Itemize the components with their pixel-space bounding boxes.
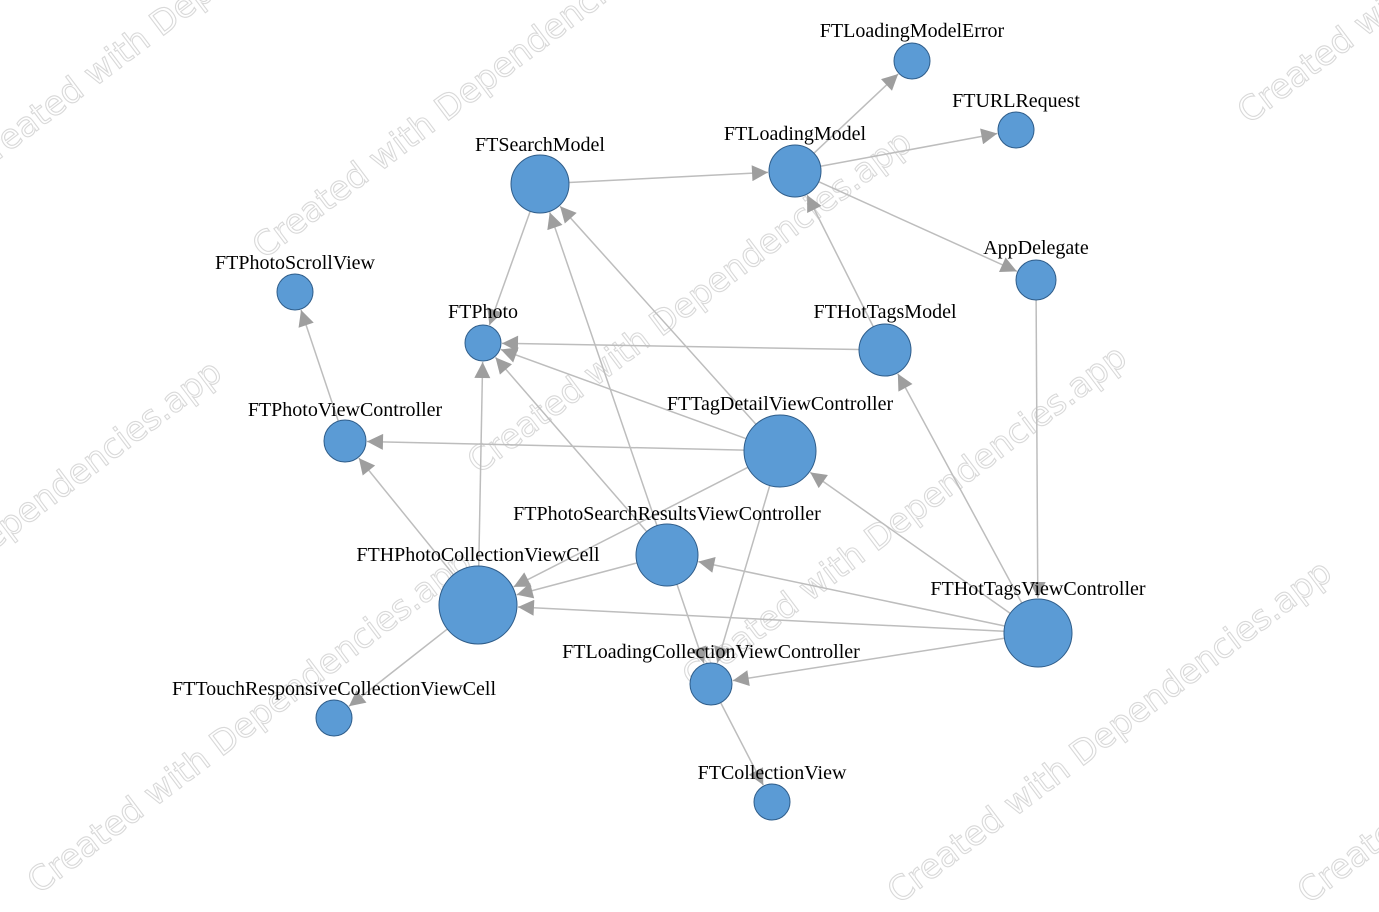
edge-fth-photo-collection-view-cell-to-ft-photo-view-controller — [358, 457, 455, 576]
edge-ft-tag-detail-view-controller-to-ft-photo-view-controller — [366, 433, 745, 451]
edge-ft-hot-tags-model-to-ft-loading-model — [806, 194, 874, 328]
node-label-ft-loading-collection-view-controller: FTLoadingCollectionViewController — [562, 641, 860, 663]
node-ft-photo-search-results-view-controller[interactable] — [635, 523, 699, 587]
node-label-app-delegate: AppDelegate — [983, 237, 1089, 259]
graph-svg: FTLoadingModelErrorFTURLRequestFTSearchM… — [172, 20, 1146, 821]
node-label-ft-photo-scroll-view: FTPhotoScrollView — [215, 252, 375, 274]
node-label-fturl-request: FTURLRequest — [952, 90, 1080, 112]
edge-fth-photo-collection-view-cell-to-ft-photo — [474, 361, 491, 567]
node-label-ft-tag-detail-view-controller: FTTagDetailViewController — [667, 393, 894, 415]
edge-ft-photo-search-results-view-controller-to-fth-photo-collection-view-cell — [516, 562, 638, 599]
node-label-ft-search-model: FTSearchModel — [475, 134, 605, 156]
node-label-fth-photo-collection-view-cell: FTHPhotoCollectionViewCell — [356, 544, 600, 566]
node-fturl-request[interactable] — [997, 111, 1035, 149]
edge-ft-photo-search-results-view-controller-to-ft-search-model — [547, 212, 658, 526]
node-ft-photo[interactable] — [464, 324, 502, 362]
edge-ft-photo-view-controller-to-ft-photo-scroll-view — [298, 309, 340, 422]
node-fth-photo-collection-view-cell[interactable] — [438, 565, 518, 645]
node-ft-loading-model[interactable] — [768, 144, 822, 198]
node-label-ft-photo-search-results-view-controller: FTPhotoSearchResultsViewController — [513, 503, 821, 525]
node-ft-collection-view[interactable] — [753, 783, 791, 821]
edge-app-delegate-to-ft-hot-tags-view-controller — [1029, 299, 1046, 599]
edge-ft-search-model-to-ft-photo — [487, 211, 531, 326]
node-ft-hot-tags-model[interactable] — [858, 323, 912, 377]
edge-ft-hot-tags-model-to-ft-photo — [501, 335, 860, 352]
node-label-ft-collection-view: FTCollectionView — [698, 762, 847, 784]
node-ft-loading-model-error[interactable] — [893, 42, 931, 80]
edge-fth-photo-collection-view-cell-to-ft-touch-responsive-collection-view-cell — [348, 628, 448, 707]
edge-ft-photo-search-results-view-controller-to-ft-loading-collection-view-controller — [676, 584, 707, 664]
node-label-ft-loading-model-error: FTLoadingModelError — [820, 20, 1005, 42]
node-ft-touch-responsive-collection-view-cell[interactable] — [315, 699, 353, 737]
node-ft-photo-view-controller[interactable] — [323, 419, 367, 463]
node-ft-hot-tags-view-controller[interactable] — [1003, 598, 1073, 668]
node-label-ft-loading-model: FTLoadingModel — [724, 123, 867, 145]
edge-ft-tag-detail-view-controller-to-ft-search-model — [559, 205, 757, 425]
edge-ft-loading-model-to-fturl-request — [820, 128, 998, 167]
edge-ft-hot-tags-view-controller-to-ft-tag-detail-view-controller — [809, 471, 1011, 615]
edge-ft-hot-tags-view-controller-to-ft-loading-collection-view-controller — [732, 637, 1005, 687]
edge-ft-loading-model-to-app-delegate — [818, 181, 1018, 273]
edge-ft-tag-detail-view-controller-to-ft-loading-collection-view-controller — [714, 485, 771, 664]
node-label-ft-photo-view-controller: FTPhotoViewController — [248, 399, 443, 421]
node-label-ft-touch-responsive-collection-view-cell: FTTouchResponsiveCollectionViewCell — [172, 678, 496, 700]
nodes-layer — [276, 42, 1073, 821]
node-label-ft-hot-tags-model: FTHotTagsModel — [813, 301, 956, 323]
edge-ft-photo-search-results-view-controller-to-ft-photo — [494, 356, 648, 533]
edge-ft-loading-collection-view-controller-to-ft-collection-view — [719, 702, 764, 786]
edge-ft-tag-detail-view-controller-to-fth-photo-collection-view-cell — [513, 466, 749, 588]
edge-ft-search-model-to-ft-loading-model — [568, 165, 769, 184]
node-ft-loading-collection-view-controller[interactable] — [689, 662, 733, 706]
edge-ft-tag-detail-view-controller-to-ft-photo — [500, 347, 747, 440]
node-app-delegate[interactable] — [1015, 259, 1057, 301]
node-ft-photo-scroll-view[interactable] — [276, 273, 314, 311]
edge-ft-loading-model-to-ft-loading-model-error — [813, 73, 899, 154]
node-label-ft-photo: FTPhoto — [448, 301, 518, 323]
node-ft-search-model[interactable] — [510, 154, 570, 214]
edge-ft-hot-tags-view-controller-to-ft-photo-search-results-view-controller — [698, 557, 1005, 627]
node-label-ft-hot-tags-view-controller: FTHotTagsViewController — [930, 578, 1145, 600]
node-ft-tag-detail-view-controller[interactable] — [743, 414, 817, 488]
edges-layer — [298, 73, 1046, 786]
labels-layer: FTLoadingModelErrorFTURLRequestFTSearchM… — [172, 20, 1146, 784]
edge-ft-hot-tags-view-controller-to-fth-photo-collection-view-cell — [517, 599, 1005, 633]
edge-ft-hot-tags-view-controller-to-ft-hot-tags-model — [897, 373, 1023, 604]
